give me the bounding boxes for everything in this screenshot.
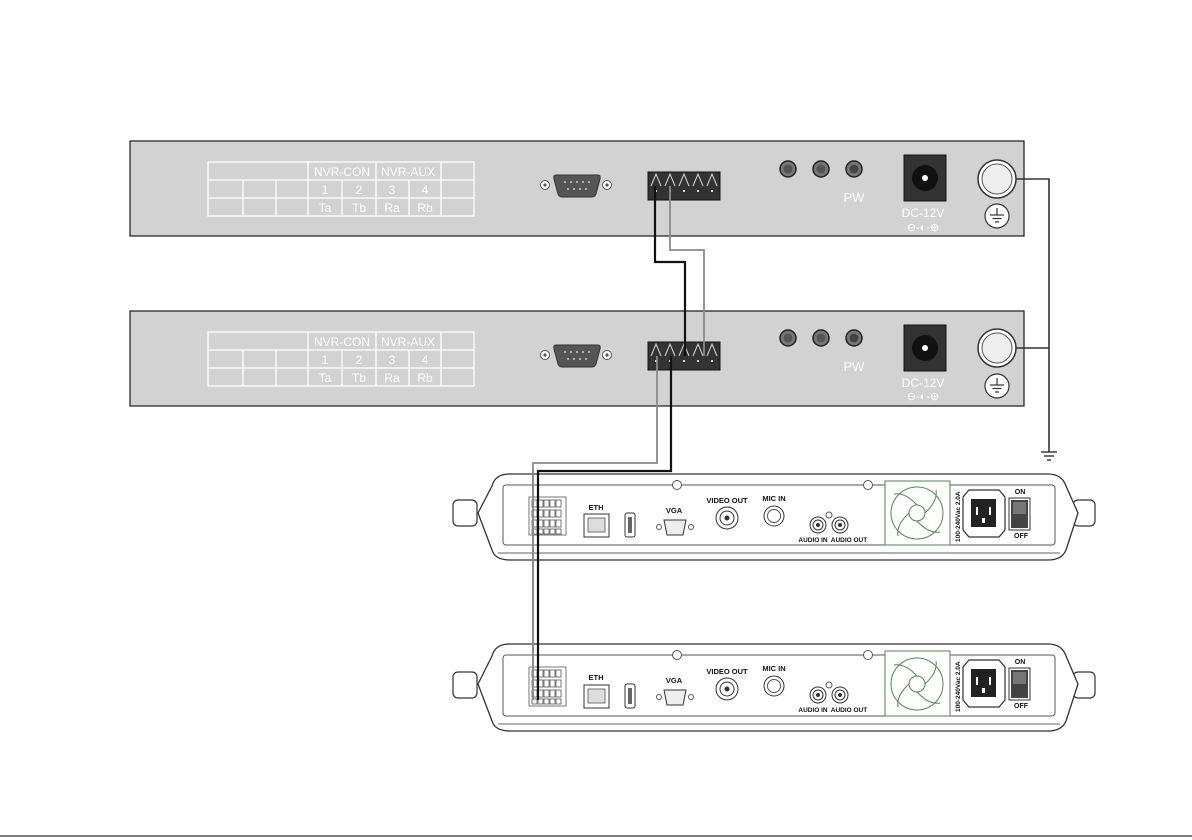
signal-name: Tb <box>352 201 366 215</box>
header-nvr-con: NVR-CON <box>314 335 370 349</box>
usb-port <box>625 513 635 537</box>
power-led-label: PW <box>844 190 866 205</box>
ground-symbol-icon <box>985 374 1009 398</box>
mic-in-jack <box>764 506 784 526</box>
converter-unit-2: NVR-CON NVR-AUX 1 2 3 4 Ta Tb Ra Rb <box>130 311 1024 406</box>
dc-power-jack <box>904 325 946 371</box>
bnc-video-port <box>716 678 738 700</box>
bnc-video-port <box>716 507 738 529</box>
header-nvr-aux: NVR-AUX <box>381 165 435 179</box>
off-label: OFF <box>1014 703 1029 710</box>
audio-out-label: AUDIO OUT <box>831 537 868 544</box>
pin-number: 1 <box>322 183 329 197</box>
converter-unit-1: NVR-CON NVR-AUX 1 2 3 4 Ta Tb Ra Rb <box>130 141 1024 236</box>
dc-power-jack <box>904 155 946 201</box>
signal-name: Ta <box>319 371 332 385</box>
nvr-unit-1: ETH VGA VIDEO OUT MIC IN <box>453 474 1095 560</box>
pin-number: 2 <box>356 353 363 367</box>
audio-in-label: AUDIO IN <box>798 707 828 714</box>
ground-symbol-icon <box>985 204 1009 228</box>
signal-name: Rb <box>417 371 433 385</box>
header-nvr-con: NVR-CON <box>314 165 370 179</box>
rs485-terminal-block <box>648 172 720 200</box>
status-led-group <box>780 161 862 177</box>
pin-number: 3 <box>389 353 396 367</box>
iec-power-inlet <box>963 490 1005 537</box>
usb-port <box>625 684 635 708</box>
signal-name: Tb <box>352 371 366 385</box>
video-out-label: VIDEO OUT <box>706 496 748 505</box>
video-out-label: VIDEO OUT <box>706 667 748 676</box>
on-label: ON <box>1015 489 1026 496</box>
pin-number: 4 <box>422 353 429 367</box>
ground-screw <box>978 160 1016 198</box>
signal-name: Ta <box>319 201 332 215</box>
off-label: OFF <box>1014 533 1029 540</box>
audio-in-jack <box>810 687 826 703</box>
status-led-group <box>780 330 862 346</box>
audio-out-jack <box>832 517 848 533</box>
eth-label: ETH <box>589 503 604 512</box>
iec-power-inlet <box>963 660 1005 707</box>
dc-12v-label: DC-12V <box>902 206 945 220</box>
alarm-terminal-block <box>529 497 566 535</box>
audio-out-label: AUDIO OUT <box>831 707 868 714</box>
polarity-symbol: ⊖-◐-⊕ <box>907 222 939 234</box>
earth-ground-icon <box>1041 452 1057 460</box>
audio-out-jack <box>832 687 848 703</box>
signal-name: Ra <box>384 201 400 215</box>
power-switch[interactable] <box>1009 498 1030 530</box>
vga-label: VGA <box>666 676 683 685</box>
alarm-terminal-block <box>529 667 566 706</box>
dc-12v-label: DC-12V <box>902 376 945 390</box>
signal-name: Rb <box>417 201 433 215</box>
power-rating-label: 100-240Vac 2.0A <box>955 661 962 712</box>
ethernet-port <box>584 514 609 537</box>
eth-label: ETH <box>589 673 604 682</box>
signal-name: Ra <box>384 371 400 385</box>
vga-label: VGA <box>666 506 683 515</box>
audio-in-jack <box>810 517 826 533</box>
header-nvr-aux: NVR-AUX <box>381 335 435 349</box>
ground-screw <box>978 329 1016 367</box>
on-label: ON <box>1015 659 1026 666</box>
power-led-label: PW <box>844 359 866 374</box>
pin-number: 4 <box>422 183 429 197</box>
fan-grille <box>885 651 950 716</box>
nvr-unit-2: ETH VGA VIDEO OUT MIC IN <box>453 644 1095 731</box>
polarity-symbol: ⊖-◐-⊕ <box>907 391 939 403</box>
pin-number: 3 <box>389 183 396 197</box>
pin-number: 1 <box>322 353 329 367</box>
power-switch[interactable] <box>1009 668 1030 700</box>
mic-in-label: MIC IN <box>762 494 785 503</box>
mic-in-jack <box>764 676 784 696</box>
fan-grille <box>885 481 950 545</box>
audio-in-label: AUDIO IN <box>798 537 828 544</box>
rs485-wiring <box>533 186 704 700</box>
ethernet-port <box>584 685 609 708</box>
mic-in-label: MIC IN <box>762 664 785 673</box>
power-rating-label: 100-240Vac 2.0A <box>955 491 962 542</box>
pin-number: 2 <box>356 183 363 197</box>
